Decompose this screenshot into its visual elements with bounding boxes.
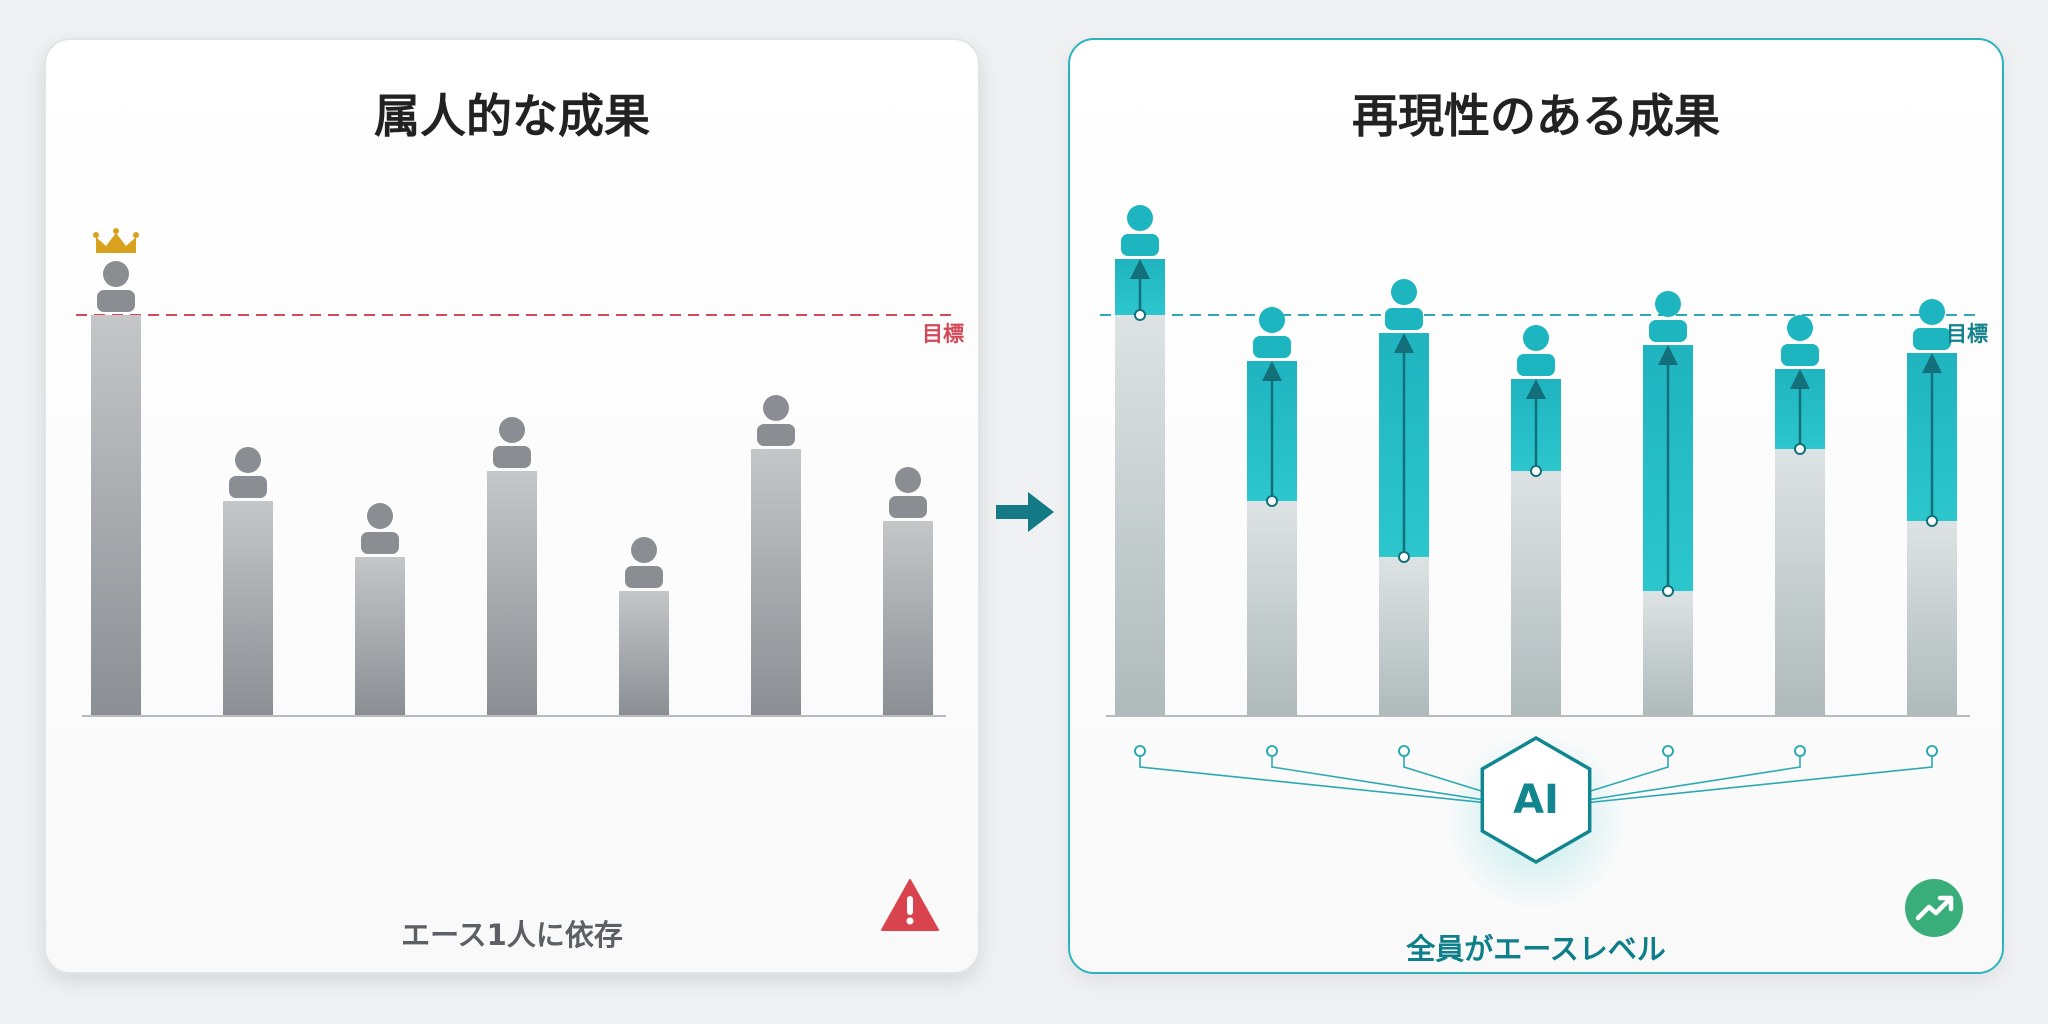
left-person-head (235, 447, 261, 473)
right-person-head (1127, 205, 1153, 231)
left-person-icon (757, 395, 795, 446)
bar-4 (487, 471, 537, 715)
left-person-icon (361, 503, 399, 554)
trend-up-icon (1905, 879, 1963, 937)
right-person-body (1649, 320, 1687, 342)
right-person-body (1517, 354, 1555, 376)
hexagon-icon (1480, 735, 1592, 865)
left-person-body (361, 532, 399, 554)
crown-shape (96, 233, 136, 253)
left-person-body (889, 496, 927, 518)
connector-node-1 (1134, 745, 1146, 757)
right-person-body (1121, 234, 1159, 256)
right-person-body (1253, 336, 1291, 358)
left-bar-chart (76, 228, 952, 717)
left-panel: 属人的な成果 目標 エース1人に依存 (44, 38, 980, 974)
crown-jewel-3 (133, 232, 139, 238)
left-person-body (493, 446, 531, 468)
connector-node-3 (1398, 745, 1410, 757)
base-marker-7 (1926, 515, 1938, 527)
right-person-head (1919, 299, 1945, 325)
right-person-icon (1517, 325, 1555, 376)
right-goal-label: 目標 (1946, 322, 1988, 346)
left-person-head (631, 537, 657, 563)
crown-jewel-1 (93, 232, 99, 238)
right-person-body (1913, 328, 1951, 350)
left-person-body (625, 566, 663, 588)
right-arrow-icon (996, 492, 1054, 532)
left-person-icon (229, 447, 267, 498)
connector-node-6 (1794, 745, 1806, 757)
right-person-body (1781, 344, 1819, 366)
left-person-head (367, 503, 393, 529)
left-person-icon (97, 261, 135, 312)
right-person-body (1385, 308, 1423, 330)
left-person-body (97, 290, 135, 312)
right-bar-chart: AI (1100, 205, 1976, 910)
base-bar-1 (1115, 315, 1165, 715)
right-person-icon (1913, 299, 1951, 350)
base-marker-3 (1398, 551, 1410, 563)
base-bar-6 (1775, 449, 1825, 715)
base-bar-4 (1511, 471, 1561, 715)
base-bar-5 (1643, 591, 1693, 715)
connector-node-7 (1926, 745, 1938, 757)
left-person-head (499, 417, 525, 443)
right-person-head (1655, 291, 1681, 317)
right-person-icon (1781, 315, 1819, 366)
left-person-icon (625, 537, 663, 588)
left-person-body (229, 476, 267, 498)
right-panel: 再現性のある成果 AI 目標 全員がエースレベル (1068, 38, 2004, 974)
right-person-head (1523, 325, 1549, 351)
ai-hub-label: AI (1513, 777, 1559, 823)
right-person-icon (1253, 307, 1291, 358)
crown-jewel-2 (113, 228, 119, 234)
left-person-head (103, 261, 129, 287)
bar-6 (751, 449, 801, 715)
bar-7 (883, 521, 933, 715)
base-bar-3 (1379, 557, 1429, 715)
base-marker-4 (1530, 465, 1542, 477)
base-marker-6 (1794, 443, 1806, 455)
right-person-head (1391, 279, 1417, 305)
ai-hub: AI (1480, 735, 1592, 865)
warning-icon (881, 879, 939, 931)
left-person-icon (889, 467, 927, 518)
left-person-head (763, 395, 789, 421)
connector-node-2 (1266, 745, 1278, 757)
base-marker-5 (1662, 585, 1674, 597)
right-panel-title: 再現性のある成果 (1352, 89, 1720, 143)
left-panel-title: 属人的な成果 (374, 89, 650, 143)
bar-2 (223, 501, 273, 715)
left-person-icon (493, 417, 531, 468)
base-bar-2 (1247, 501, 1297, 715)
left-caption: エース1人に依存 (401, 918, 623, 952)
right-person-icon (1385, 279, 1423, 330)
base-marker-2 (1266, 495, 1278, 507)
crown-icon (93, 228, 139, 253)
right-person-head (1259, 307, 1285, 333)
left-person-head (895, 467, 921, 493)
right-person-head (1787, 315, 1813, 341)
bar-5 (619, 591, 669, 715)
right-person-icon (1649, 291, 1687, 342)
base-bar-7 (1907, 521, 1957, 715)
bar-1 (91, 315, 141, 715)
right-caption: 全員がエースレベル (1406, 932, 1666, 966)
base-marker-1 (1134, 309, 1146, 321)
left-goal-label: 目標 (922, 322, 964, 346)
right-person-icon (1121, 205, 1159, 256)
connector-node-5 (1662, 745, 1674, 757)
bar-3 (355, 557, 405, 715)
left-person-body (757, 424, 795, 446)
